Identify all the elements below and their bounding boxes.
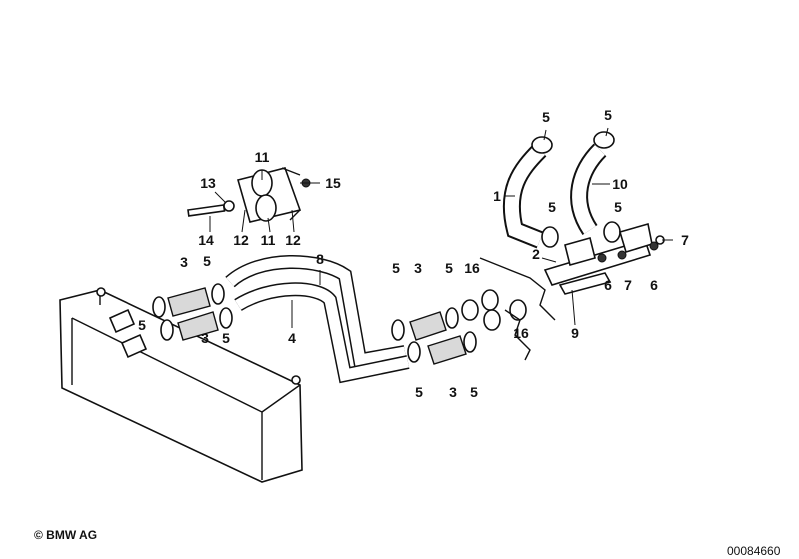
callout-c6b: 6 — [650, 277, 658, 293]
callout-c5j: 5 — [548, 199, 556, 215]
valve-assembly — [543, 222, 665, 295]
callout-c2: 2 — [532, 246, 540, 262]
callout-c9: 9 — [571, 325, 579, 341]
callout-c16b: 16 — [513, 325, 529, 341]
callout-c5g: 5 — [470, 384, 478, 400]
middle-hoses — [391, 289, 527, 365]
left-hose-stubs — [152, 283, 233, 341]
callout-c8: 8 — [316, 251, 324, 267]
drawing-number: 00084660 — [727, 544, 781, 558]
callout-c13: 13 — [200, 175, 216, 191]
callout-c7b: 7 — [681, 232, 689, 248]
callout-c11b: 11 — [261, 232, 276, 248]
callout-c14: 14 — [198, 232, 214, 248]
callout-c5h: 5 — [542, 109, 550, 125]
callout-c5a: 5 — [203, 253, 211, 269]
radiator — [59, 287, 303, 483]
upper-right-hoses — [502, 131, 621, 249]
callout-c5f: 5 — [415, 384, 423, 400]
coolant-pipes — [225, 255, 410, 384]
firewall-outline — [479, 257, 556, 361]
callout-c3a: 3 — [180, 254, 188, 270]
callout-c1: 1 — [493, 188, 501, 204]
callout-c5k: 5 — [614, 199, 622, 215]
callout-c5i: 5 — [604, 107, 612, 123]
callout-c5e: 5 — [445, 260, 453, 276]
callout-c3b: 3 — [201, 330, 209, 346]
callout-c5d: 5 — [392, 260, 400, 276]
copyright-notice: © BMW AG — [34, 528, 98, 542]
callout-c7a: 7 — [624, 277, 632, 293]
leader-lines — [209, 127, 673, 328]
callout-c16a: 16 — [464, 260, 480, 276]
callout-c12a: 12 — [233, 232, 249, 248]
callout-c11a: 11 — [255, 149, 270, 165]
callout-c4: 4 — [288, 330, 296, 346]
callout-c3d: 3 — [449, 384, 457, 400]
callout-c6a: 6 — [604, 277, 612, 293]
callout-c3c: 3 — [414, 260, 422, 276]
callout-c10: 10 — [612, 176, 628, 192]
callout-c5c: 5 — [222, 330, 230, 346]
callout-c15: 15 — [325, 175, 341, 191]
callout-c5b: 5 — [138, 317, 146, 333]
callout-c12b: 12 — [285, 232, 301, 248]
hose-bracket — [187, 167, 311, 223]
